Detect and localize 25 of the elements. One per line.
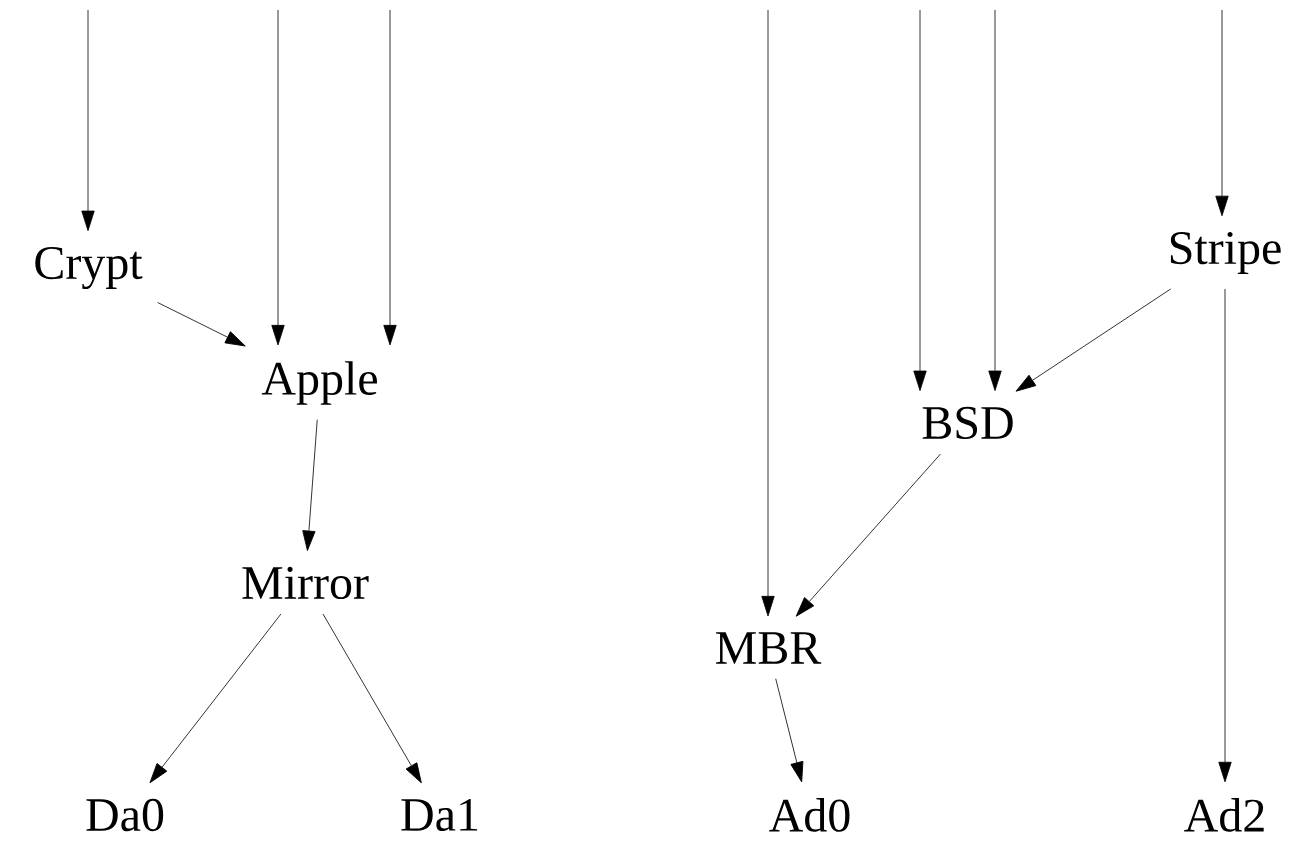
arrow — [988, 9, 1002, 391]
node-label: MBR — [716, 632, 822, 664]
node-label: Ad0 — [769, 798, 850, 832]
arrow — [1215, 9, 1229, 217]
arrow — [1218, 288, 1232, 783]
arrow — [1015, 288, 1172, 392]
node-label: BSD — [922, 406, 1013, 440]
arrow — [271, 9, 285, 346]
arrow — [775, 678, 804, 783]
arrow — [149, 613, 282, 784]
node-label: Mirror — [242, 566, 369, 600]
arrow — [761, 9, 775, 617]
node-label: Da0 — [86, 798, 164, 832]
arrow — [322, 613, 422, 784]
arrow — [795, 453, 941, 617]
node-label: Crypt — [35, 246, 143, 290]
arrow — [81, 9, 95, 232]
node-label: Stripe — [1170, 232, 1281, 274]
node-label: Da1 — [401, 798, 478, 832]
arrow — [383, 9, 397, 346]
arrow — [913, 9, 927, 391]
arrow — [157, 302, 246, 347]
arrow — [302, 419, 318, 551]
node-label: Ad2 — [1184, 798, 1264, 832]
node-label: Apple — [261, 361, 377, 405]
